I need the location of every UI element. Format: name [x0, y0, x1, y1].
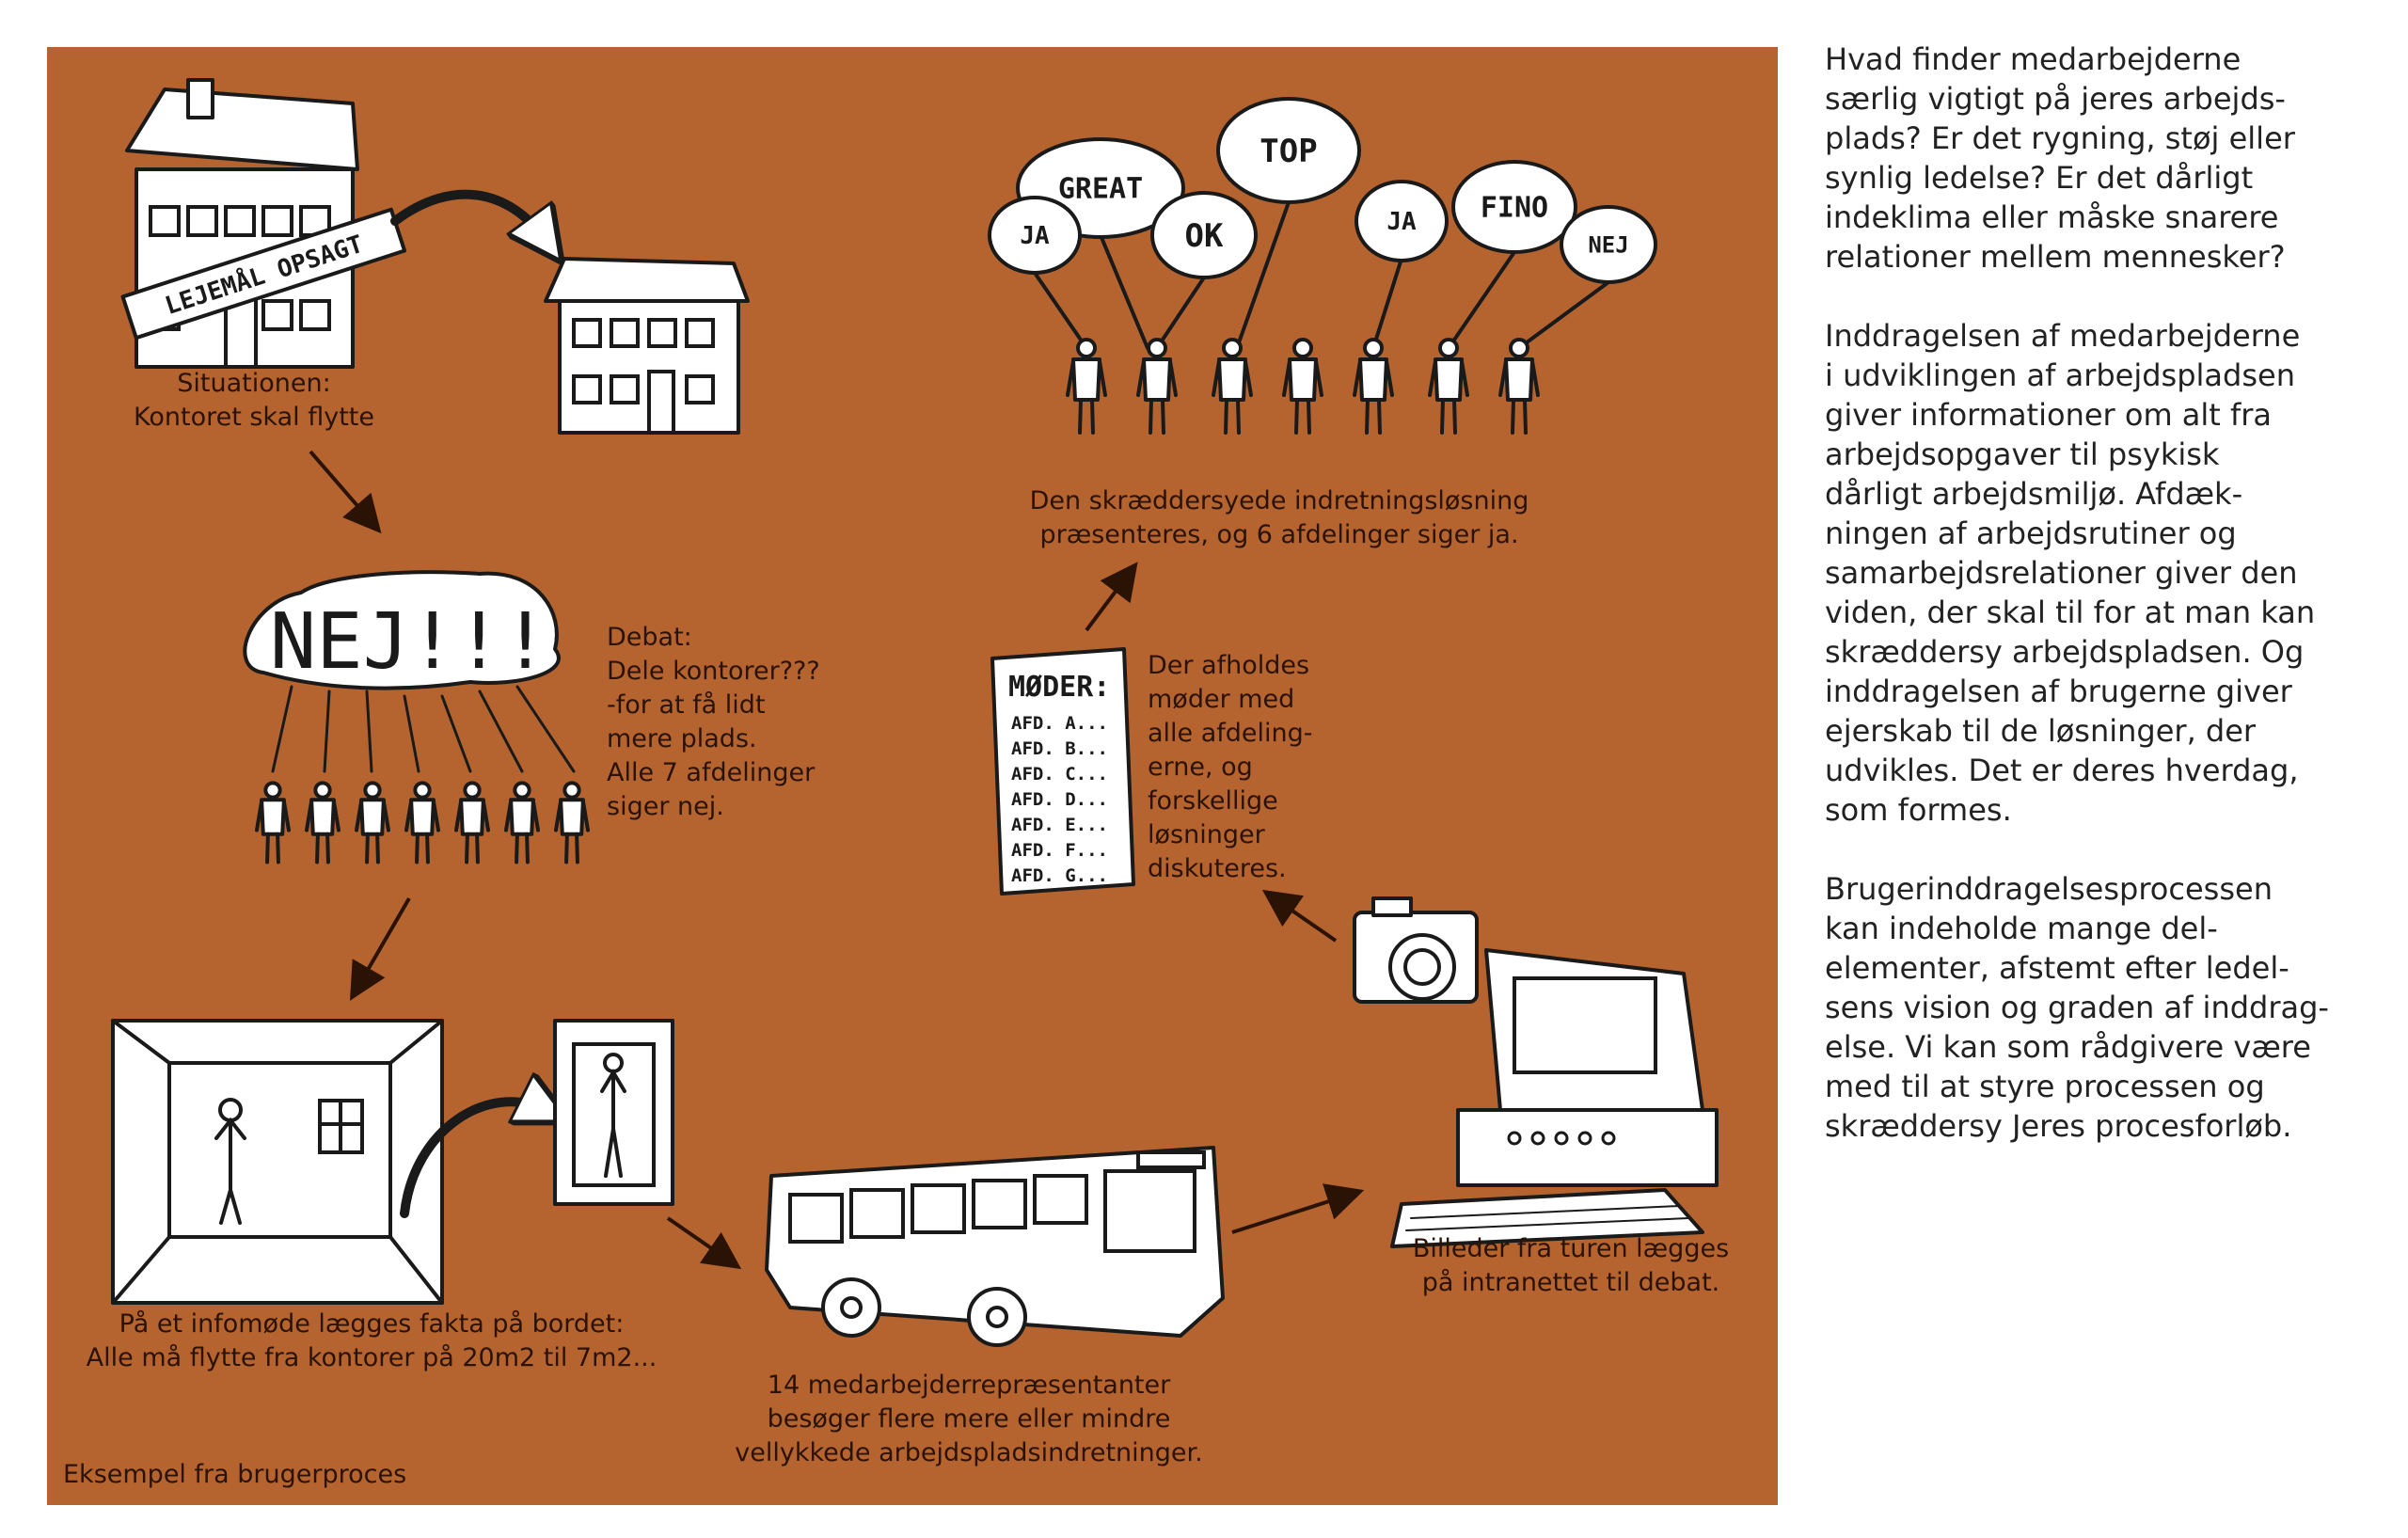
speech-bubble: FINO: [1447, 160, 1577, 350]
meeting-board-icon: MØDER: AFD. A... AFD. B... AFD. C... AFD. D…: [990, 647, 1135, 896]
small-office-room-icon: [553, 1019, 674, 1206]
sidebar-paragraph-2: Inddragelsen af medarbejderne i udviklin…: [1825, 318, 2316, 828]
caption-situation: Situationen: Kontoret skal flytte: [133, 369, 374, 432]
person-icon: [305, 781, 341, 864]
caption-meetings: Der afholdes møder med alle afdeling- er…: [1148, 651, 1313, 883]
move-arrow-icon: [390, 189, 546, 240]
flow-arrow-2: [349, 896, 411, 1001]
big-office-room-icon: [111, 1019, 444, 1305]
board-line: AFD. G...: [1011, 865, 1108, 886]
flow-arrow-3: [666, 1216, 742, 1270]
flow-arrow-6: [1085, 562, 1138, 632]
approving-departments-people: [1066, 338, 1540, 435]
big-house-icon: LEJEMÅL OPSAGT: [120, 78, 407, 369]
speech-bubble: JA: [1354, 180, 1449, 350]
speech-bubble: TOP: [1216, 97, 1361, 350]
board-line: AFD. D...: [1011, 789, 1108, 810]
person-icon: [255, 781, 291, 864]
person-icon: [1353, 338, 1394, 435]
speech-bubble: OK: [1150, 191, 1258, 350]
computer-icon: [1390, 948, 1719, 1248]
shrink-arrow-icon: [400, 1102, 546, 1218]
person-icon: [554, 781, 590, 864]
flow-arrow-1: [309, 450, 382, 534]
speech-bubble: JA: [988, 196, 1088, 350]
board-title: MØDER:: [1008, 671, 1110, 704]
caption-intranet: Billeder fra turen lægges på intranettet…: [1412, 1234, 1730, 1297]
bubble-text: JA: [1020, 222, 1050, 250]
person-icon: [1066, 338, 1107, 435]
board-line: AFD. F...: [1011, 840, 1108, 861]
flow-arrow-4: [1231, 1183, 1365, 1234]
nej-big-text: NEJ!!!: [270, 597, 548, 687]
sidebar-paragraph-3: Brugerinddragelsesprocessen kan indehold…: [1825, 871, 2329, 1144]
person-icon: [1212, 338, 1253, 435]
speech-bubble: NEJ: [1517, 205, 1657, 350]
bubble-text: OK: [1185, 217, 1224, 255]
nej-cloud-icon: NEJ!!!: [243, 570, 576, 773]
person-icon: [1282, 338, 1323, 435]
person-icon: [1428, 338, 1469, 435]
camera-icon: [1353, 896, 1479, 1004]
caption-infomeeting: På et infomøde lægges fakta på bordet: A…: [86, 1309, 657, 1372]
sidebar-paragraph-1: Hvad finder medarbejderne særlig vigtigt…: [1825, 41, 2295, 275]
process-illustration: LEJEMÅL OPSAGT NEJ!!!: [111, 78, 1719, 1347]
caption-bus: 14 medarbejderrepræsentanter besøger fle…: [735, 1371, 1203, 1467]
seven-departments-people: [255, 781, 590, 864]
person-icon: [355, 781, 390, 864]
board-line: AFD. A...: [1011, 713, 1108, 734]
small-house-icon: [544, 257, 750, 435]
board-line: AFD. B...: [1011, 738, 1108, 759]
board-line: AFD. E...: [1011, 815, 1108, 835]
bus-icon: [765, 1146, 1225, 1347]
diagram-panel: LEJEMÅL OPSAGT NEJ!!!: [47, 47, 1778, 1505]
caption-footer: Eksempel fra brugerproces: [63, 1460, 407, 1489]
person-icon: [1498, 338, 1540, 435]
bubble-text: GREAT: [1058, 173, 1143, 206]
caption-debate: Debat: Dele kontorer??? -for at få lidt …: [607, 623, 820, 821]
speech-bubbles: GREAT TOP JA OK JA FINO NEJ: [988, 97, 1657, 350]
flow-arrow-5: [1261, 889, 1338, 943]
person-icon: [504, 781, 540, 864]
person-icon: [404, 781, 440, 864]
bubble-text: TOP: [1259, 133, 1317, 170]
bubble-text: JA: [1386, 208, 1417, 236]
person-icon: [1136, 338, 1178, 435]
sidebar-text: Hvad finder medarbejderne særlig vigtigt…: [1825, 40, 2352, 1185]
caption-solution: Den skræddersyede indretningsløsning præ…: [1029, 486, 1529, 549]
person-icon: [454, 781, 490, 864]
board-line: AFD. C...: [1011, 764, 1108, 785]
bubble-text: NEJ: [1588, 231, 1628, 258]
bubble-text: FINO: [1481, 192, 1548, 225]
